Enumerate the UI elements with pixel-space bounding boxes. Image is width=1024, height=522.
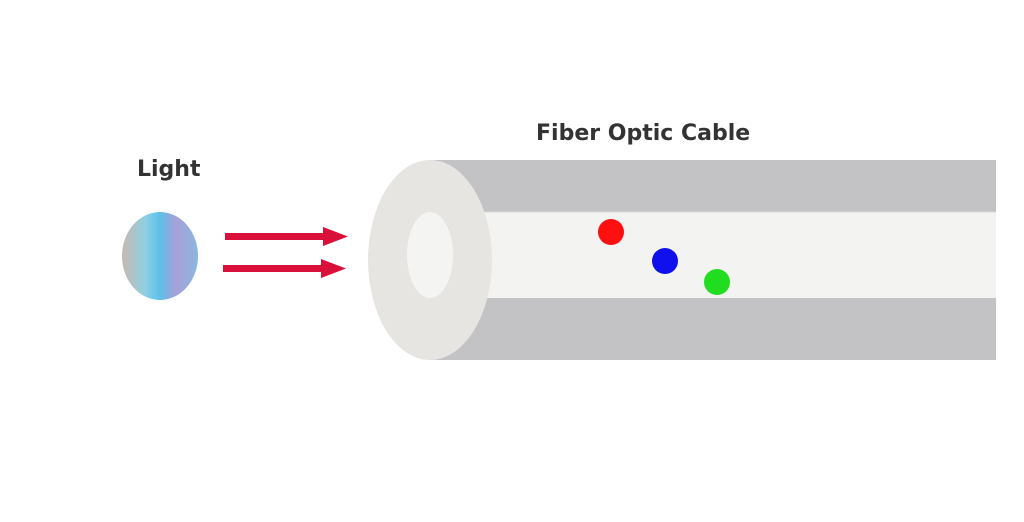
light-label: Light — [137, 157, 201, 182]
cable-core-opening — [407, 212, 453, 298]
red-light-dot — [598, 219, 624, 245]
arrow-top — [225, 227, 348, 246]
blue-light-dot — [652, 248, 678, 274]
light-source — [122, 212, 198, 300]
cable-label: Fiber Optic Cable — [536, 121, 751, 146]
green-light-dot — [704, 269, 730, 295]
arrow-bottom — [223, 259, 346, 278]
